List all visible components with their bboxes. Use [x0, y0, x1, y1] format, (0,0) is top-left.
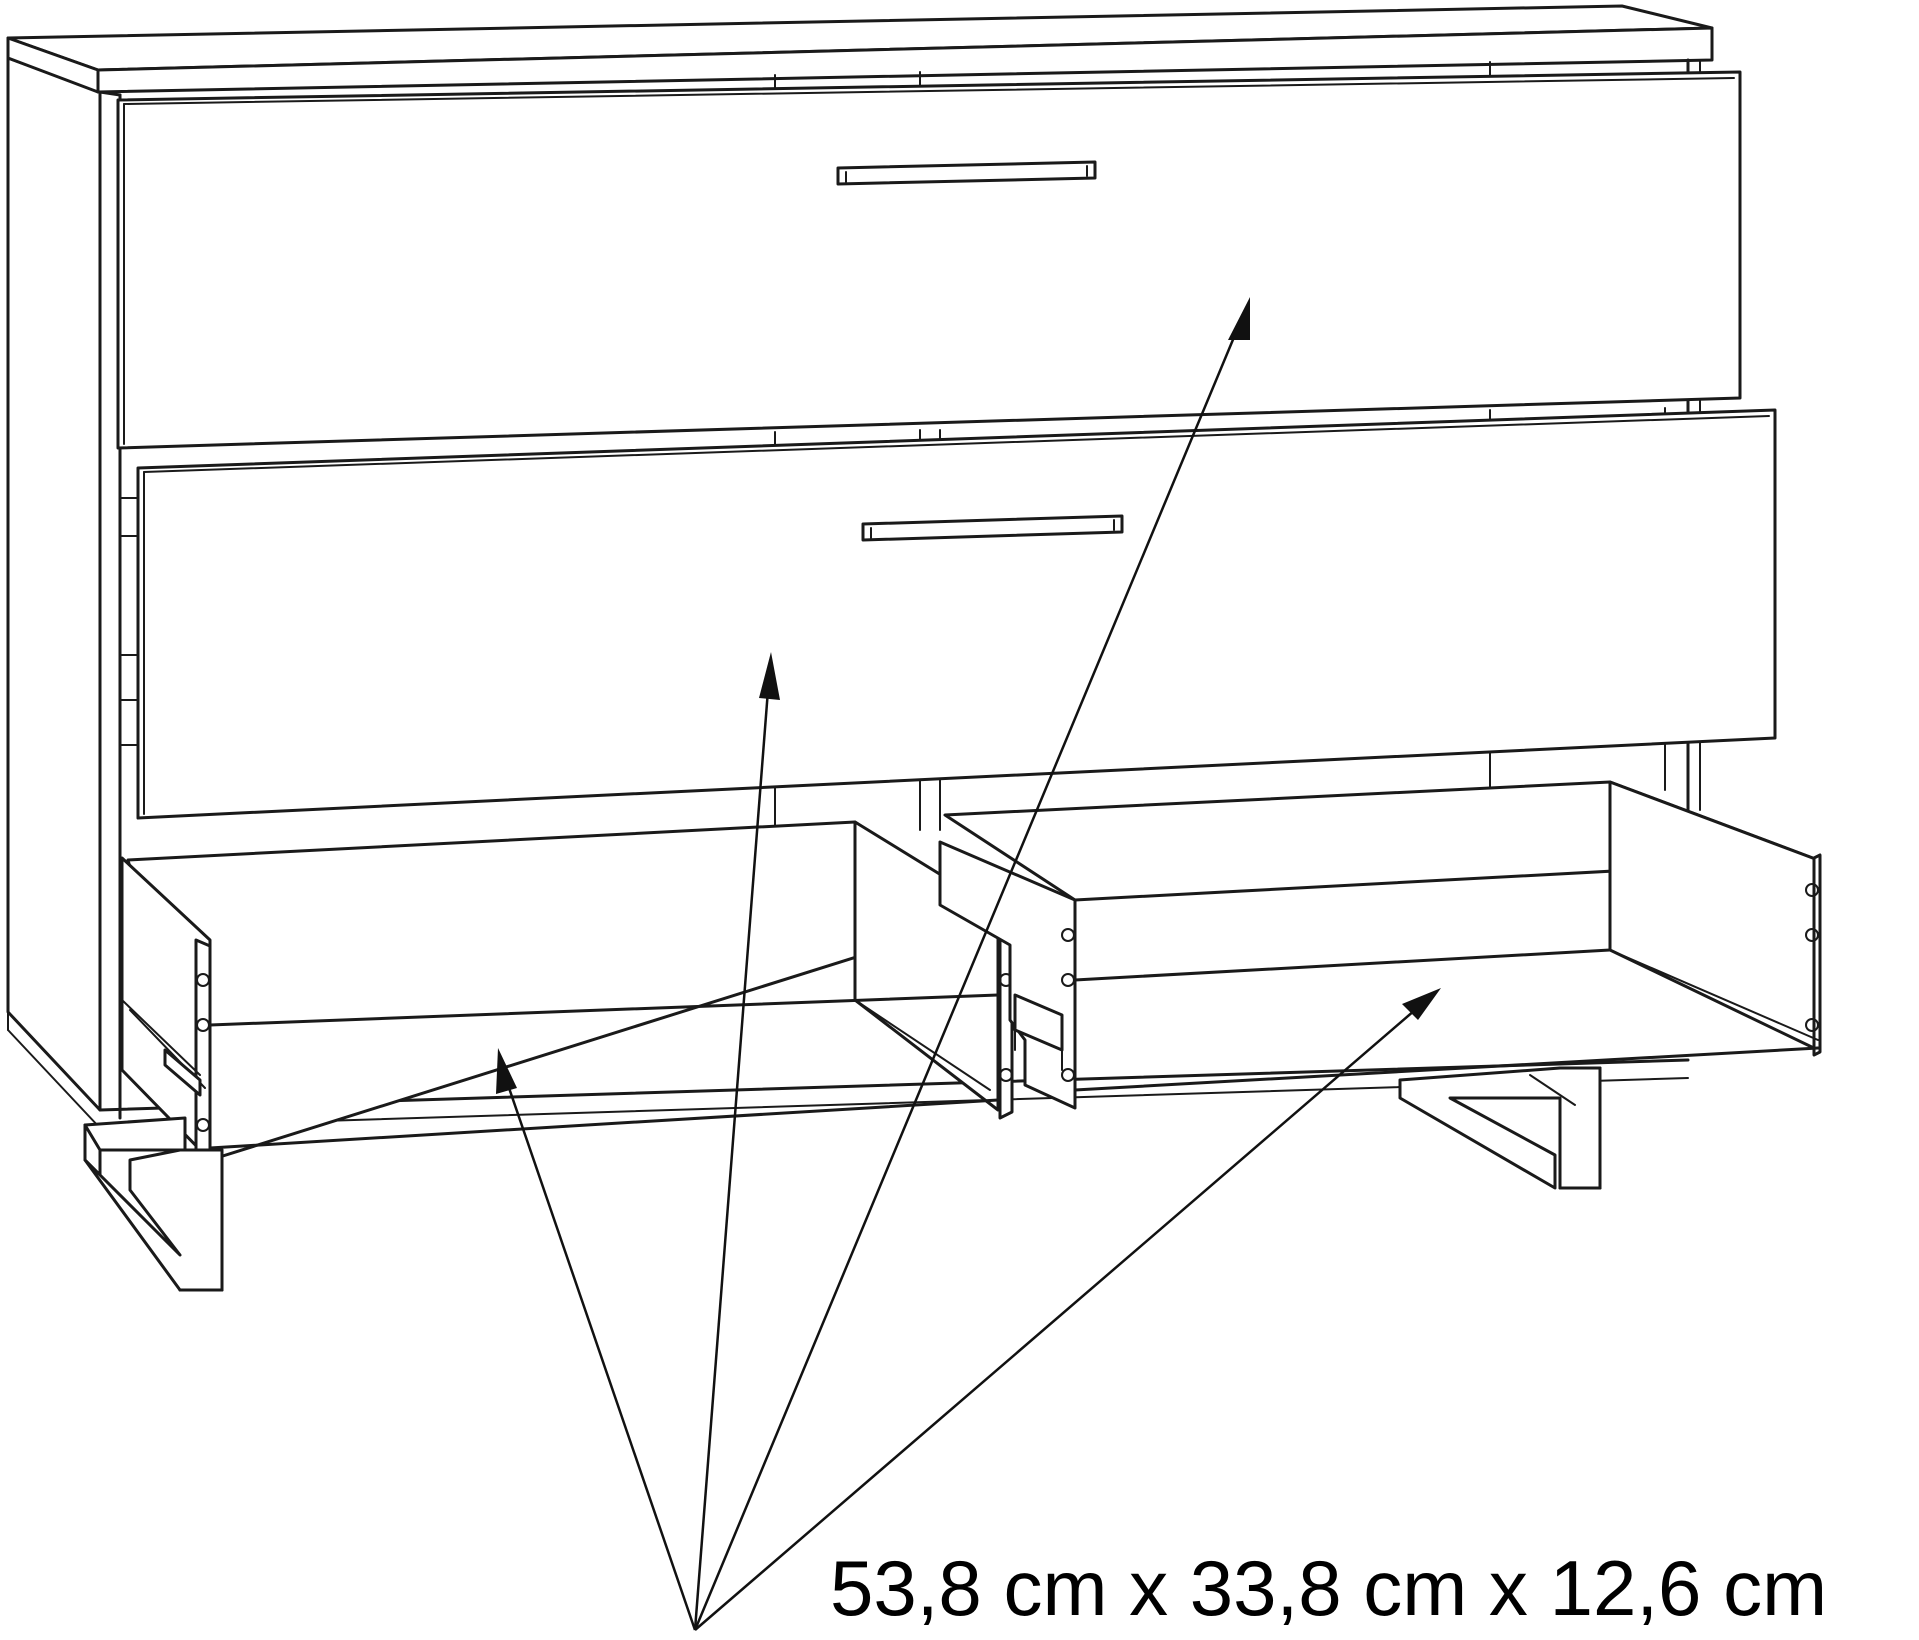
arrow-to-top-drawer: [693, 329, 1239, 1631]
arrow-to-middle-drawer: [693, 689, 770, 1631]
left-leg: [83, 1116, 224, 1292]
arrow-to-right-small-drawer: [694, 1009, 1416, 1631]
middle-drawer: [119, 408, 1777, 820]
top-drawer-handle: [836, 160, 1097, 186]
cabinet-top-board: [6, 4, 1714, 94]
arrow-head-middle-drawer: [759, 652, 780, 700]
drawer-dimensions-label: 53,8 cm x 33,8 cm x 12,6 cm: [830, 1544, 1827, 1632]
top-drawer: [116, 70, 1742, 450]
left-small-drawer: [120, 820, 1014, 1164]
arrow-head-left-small-drawer: [496, 1048, 517, 1094]
dimension-arrows: [496, 297, 1441, 1631]
arrow-head-top-drawer: [1228, 297, 1250, 340]
right-leg: [1398, 1066, 1602, 1190]
arrow-head-right-small-drawer: [1402, 988, 1441, 1020]
cabinet-left-side: [6, 56, 122, 1129]
right-small-drawer: [938, 780, 1822, 1110]
middle-drawer-handle: [861, 514, 1124, 542]
arrow-to-left-small-drawer: [506, 1084, 697, 1631]
